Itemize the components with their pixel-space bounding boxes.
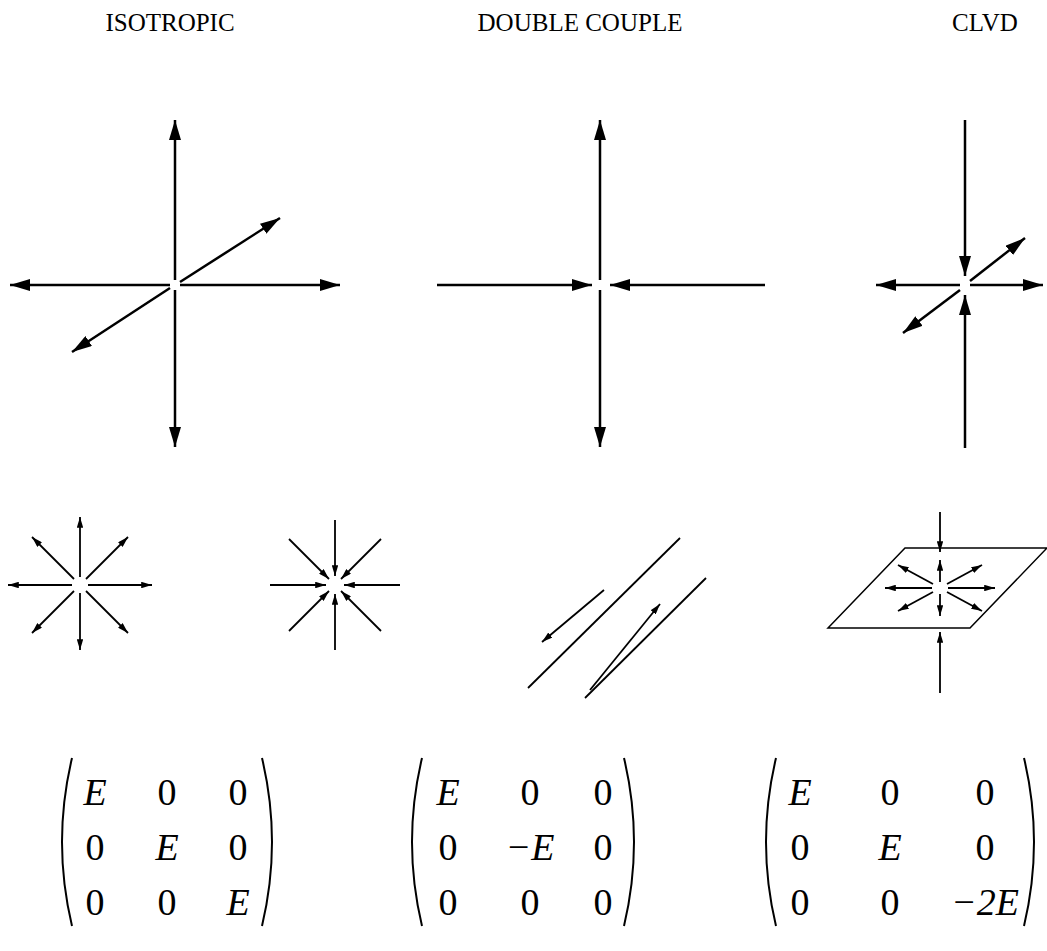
matrix-cell: 0 (439, 828, 458, 866)
matrix-cell: 0 (791, 828, 810, 866)
explosion-symbol (8, 517, 152, 650)
matrix-cell: 0 (439, 883, 458, 921)
matrix-cell: 0 (594, 828, 613, 866)
matrix-cell: E (155, 828, 178, 866)
matrix-cell: 0 (976, 828, 995, 866)
matrix-cell: 0 (229, 773, 248, 811)
matrix-cell: 0 (594, 883, 613, 921)
matrix-cell: 0 (229, 828, 248, 866)
matrix-cell: E (83, 773, 106, 811)
matrix-cell: 0 (791, 883, 810, 921)
matrix-cell: 0 (158, 883, 177, 921)
matrix-cell: 0 (881, 773, 900, 811)
column-heading: CLVD (952, 10, 1018, 35)
matrix-cell: 0 (86, 828, 105, 866)
matrix-brackets (62, 758, 1034, 926)
matrix-cell: 0 (158, 773, 177, 811)
matrix-cell: 0 (521, 773, 540, 811)
matrix-cell: E (436, 773, 459, 811)
matrix-cell: 0 (881, 883, 900, 921)
matrix-cell: E (788, 773, 811, 811)
implosion-symbol (270, 520, 400, 650)
column-heading: ISOTROPIC (105, 10, 234, 35)
double-couple-force-arrows (437, 120, 765, 447)
column-heading: DOUBLE COUPLE (478, 10, 683, 35)
isotropic-force-arrows (10, 120, 340, 447)
matrix-cell: 0 (86, 883, 105, 921)
matrix-cell: 0 (521, 883, 540, 921)
matrix-cell: 0 (976, 773, 995, 811)
fault-symbol (528, 538, 706, 698)
matrix-cell: 0 (594, 773, 613, 811)
clvd-force-arrows (876, 120, 1043, 448)
matrix-cell: −E (506, 828, 555, 866)
matrix-cell: E (226, 883, 249, 921)
matrix-cell: −2E (951, 883, 1019, 921)
matrix-cell: E (878, 828, 901, 866)
clvd-plane-symbol (828, 512, 1047, 693)
